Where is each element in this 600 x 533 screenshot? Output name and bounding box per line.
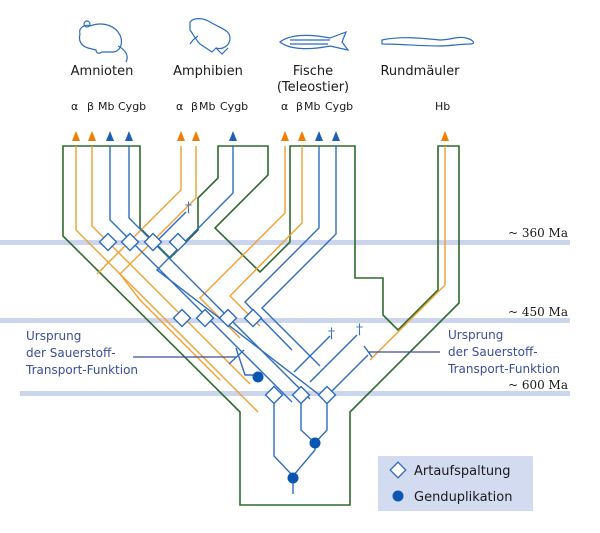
gene-label-amphibian-cygb: Cygb [220, 100, 248, 113]
extinct-dagger-icon: † [356, 322, 363, 338]
arrow-fish-cygb [332, 131, 340, 141]
gene-label-fish-alpha: α [281, 100, 288, 113]
left-annotation-line-3: Transport-Funktion [25, 363, 138, 377]
arrow-fish-beta [298, 131, 306, 141]
arrow-amphibian-alpha [177, 131, 185, 141]
arrowheads [72, 131, 449, 141]
legend: Artaufspaltung Genduplikation [378, 456, 533, 511]
amphibian-alpha-line [96, 146, 182, 275]
gene-label-amniote-alpha: α [71, 100, 78, 113]
taxon-label-teleostier: (Teleostier) [277, 80, 349, 95]
arrow-cyclostome-hb [441, 131, 449, 141]
fish-mb-line [244, 146, 320, 351]
taxon-label-amphibien: Amphibien [173, 64, 243, 79]
speciation-diamond [317, 385, 337, 405]
arrow-amniote-mb [106, 131, 114, 141]
speciation-diamond [291, 385, 311, 405]
right-annotation-line-1: Ursprung [448, 328, 503, 342]
speciation-diamond [143, 232, 163, 252]
gene-label-amniote-mb: Mb [98, 100, 114, 113]
arrow-fish-alpha [281, 131, 289, 141]
fish-beta-line [229, 146, 303, 327]
extinct-branch-2 [293, 335, 331, 373]
legend-diamond-icon [389, 461, 407, 479]
arrow-amniote-alpha [72, 131, 80, 141]
speciation-diamond [172, 308, 192, 328]
gene-label-amniote-cygb: Cygb [118, 100, 146, 113]
cyclostome-hb-line [369, 146, 446, 361]
amniote-beta-line [91, 146, 251, 385]
amphibian-cygb-line [155, 146, 327, 401]
arrow-amniote-beta [88, 131, 96, 141]
globin-lineages [109, 146, 369, 494]
gene-label-amphibian-beta: β [191, 100, 198, 113]
left-annotation-line-2: der Sauerstoff- [26, 346, 116, 360]
taxon-label-amnioten: Amnioten [71, 64, 134, 79]
left-origin-branch [235, 347, 258, 376]
amniote-mb-line [109, 146, 293, 403]
extinct-dagger-icon: † [328, 326, 335, 342]
time-band-360 [0, 240, 570, 245]
species-tree-outline [62, 145, 460, 506]
speciation-diamond [168, 232, 188, 252]
time-label-360: ~ 360 Ma [508, 226, 568, 240]
extinct-branch-3 [309, 334, 358, 383]
speciation-diamond [218, 308, 238, 328]
legend-background [378, 456, 533, 511]
duplication-dots [252, 371, 321, 484]
time-band-450 [0, 318, 570, 323]
root-stem [273, 395, 316, 478]
arrow-amphibian-cygb [229, 131, 237, 141]
left-annotation-line-1: Ursprung [26, 329, 81, 343]
root-right [314, 395, 328, 444]
duplication-dot [309, 437, 321, 449]
oxygen-origin-branch [325, 354, 369, 398]
speciation-diamond [195, 308, 215, 328]
mouse-icon [78, 20, 128, 63]
speciation-diamonds [98, 232, 337, 405]
extinct-dagger-icon: † [185, 200, 192, 216]
duplication-dot [287, 472, 299, 484]
amphibian-beta-line [119, 146, 221, 381]
speciation-diamond [243, 308, 263, 328]
gene-label-amniote-beta: β [87, 100, 94, 113]
gene-label-fish-mb: Mb [304, 100, 320, 113]
legend-label-duplication: Genduplikation [414, 490, 512, 505]
arrow-amniote-cygb [125, 131, 133, 141]
taxon-label-rundmaeuler: Rundmäuler [380, 64, 460, 79]
speciation-diamond [264, 385, 284, 405]
right-annotation-line-2: der Sauerstoff- [448, 345, 538, 359]
fish-cygb-line [261, 146, 337, 367]
gene-label-fish-beta: β [296, 100, 303, 113]
left-origin-tick [228, 349, 245, 365]
speciation-diamond [120, 232, 140, 252]
extinct-branch-1 [154, 211, 187, 244]
fish-icon [279, 30, 350, 51]
arrow-fish-mb [315, 131, 323, 141]
gene-label-fish-cygb: Cygb [325, 100, 353, 113]
duplication-dot [252, 371, 264, 383]
frog-icon [189, 18, 231, 55]
taxon-label-fische: Fische [293, 64, 333, 79]
time-label-450: ~ 450 Ma [508, 305, 568, 319]
time-label-600: ~ 600 Ma [508, 378, 568, 392]
amniote-cygb-line [128, 146, 311, 400]
right-annotation-line-3: Transport-Funktion [447, 362, 560, 376]
hemoglobin-lineages [75, 146, 446, 413]
gene-label-amphibian-alpha: α [176, 100, 183, 113]
arrow-amphibian-beta [192, 131, 200, 141]
speciation-diamond [98, 232, 118, 252]
right-origin-tick [363, 345, 373, 358]
lamprey-icon [381, 36, 475, 47]
gene-label-amphibian-mb: Mb [199, 100, 215, 113]
amniote-alpha-line [75, 146, 259, 413]
legend-label-speciation: Artaufspaltung [414, 464, 511, 479]
gene-label-cyclostome-hb: Hb [435, 100, 450, 113]
legend-dot-icon [392, 490, 404, 502]
